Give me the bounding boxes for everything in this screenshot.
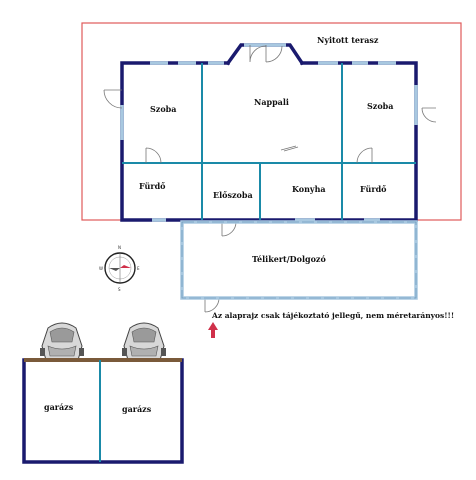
label-hall: Előszoba — [213, 190, 253, 200]
door-swings — [103, 45, 437, 313]
label-kitchen: Konyha — [292, 184, 326, 194]
compass-west: W — [99, 266, 103, 271]
compass-south: S — [118, 287, 121, 292]
disclaimer-note: Az alaprajz csak tájékoztató jellegű, ne… — [211, 311, 454, 320]
winter-garden — [180, 220, 418, 300]
garage — [22, 358, 184, 464]
entrance-arrow-icon — [208, 322, 218, 338]
house-windows — [120, 43, 418, 222]
compass-icon: N E S W — [99, 245, 140, 292]
label-garage-left: garázs — [44, 402, 74, 412]
label-garage-right: garázs — [122, 404, 152, 414]
label-terrace: Nyitott terasz — [317, 35, 379, 45]
label-room-left: Szoba — [150, 104, 176, 114]
car-icon — [122, 322, 166, 361]
compass-north: N — [118, 245, 121, 250]
label-living-room: Nappali — [254, 97, 289, 107]
label-room-right: Szoba — [367, 101, 393, 111]
label-bath-right: Fürdő — [360, 184, 387, 194]
inner-walls — [122, 63, 416, 220]
car-icon — [40, 322, 84, 361]
compass-east: E — [137, 266, 140, 271]
label-winter-garden: Télikert/Dolgozó — [252, 254, 326, 264]
label-bath-left: Fürdő — [139, 181, 166, 191]
